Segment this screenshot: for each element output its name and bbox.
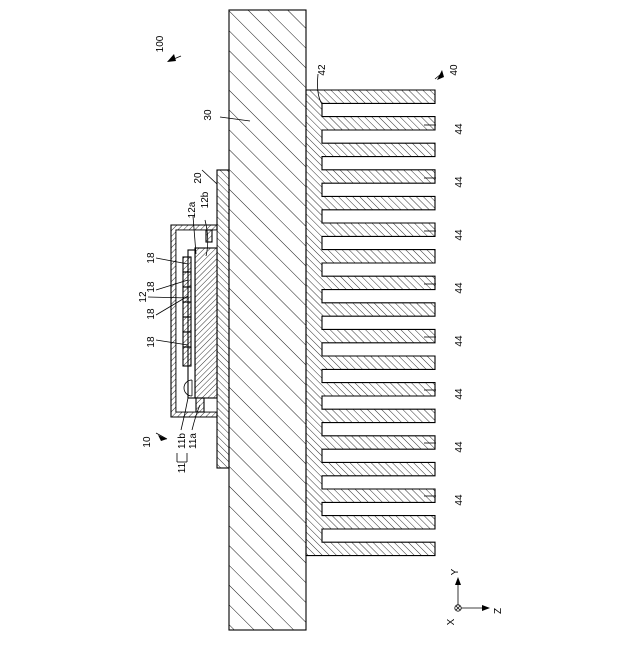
mounting-pad bbox=[195, 248, 217, 398]
label-44: 44 bbox=[454, 335, 465, 347]
component bbox=[183, 317, 191, 332]
label-42: 42 bbox=[317, 64, 328, 76]
component bbox=[183, 257, 191, 272]
heatsink bbox=[306, 90, 435, 556]
label-40: 40 bbox=[449, 64, 460, 76]
label-11: 11 bbox=[177, 462, 188, 473]
label-44: 44 bbox=[454, 282, 465, 294]
component bbox=[183, 287, 191, 302]
interface-layer bbox=[217, 170, 229, 468]
axis-label-y: Y bbox=[450, 568, 461, 575]
label-12a: 12a bbox=[187, 201, 198, 218]
label-44: 44 bbox=[454, 229, 465, 241]
components bbox=[183, 257, 191, 366]
label-10: 10 bbox=[142, 436, 153, 448]
component bbox=[183, 302, 191, 317]
label-100: 100 bbox=[155, 35, 166, 52]
component bbox=[183, 272, 191, 287]
axis-label-z: Z bbox=[493, 608, 504, 614]
y-arrow-icon bbox=[455, 577, 461, 585]
label-18: 18 bbox=[146, 336, 157, 348]
label-18: 18 bbox=[146, 281, 157, 293]
label-20: 20 bbox=[193, 172, 204, 184]
heatsink-body bbox=[306, 90, 435, 556]
label-44: 44 bbox=[454, 494, 465, 506]
arrow-40-icon bbox=[437, 70, 444, 80]
label-18: 18 bbox=[146, 252, 157, 264]
axis-label-x: X bbox=[446, 618, 457, 625]
base-plate bbox=[229, 10, 306, 630]
label-30: 30 bbox=[203, 109, 214, 121]
axes-indicator: Y Z X bbox=[446, 568, 504, 625]
label-44: 44 bbox=[454, 441, 465, 453]
label-44: 44 bbox=[454, 176, 465, 188]
arrow-100-icon bbox=[167, 54, 176, 62]
label-18: 18 bbox=[146, 308, 157, 320]
label-12b: 12b bbox=[200, 191, 211, 208]
label-11a: 11a bbox=[188, 433, 199, 449]
label-44: 44 bbox=[454, 123, 465, 135]
z-arrow-icon bbox=[482, 605, 490, 611]
label-44: 44 bbox=[454, 388, 465, 400]
label-11b: 11b bbox=[177, 433, 188, 449]
module bbox=[171, 225, 217, 417]
component bbox=[183, 347, 191, 366]
